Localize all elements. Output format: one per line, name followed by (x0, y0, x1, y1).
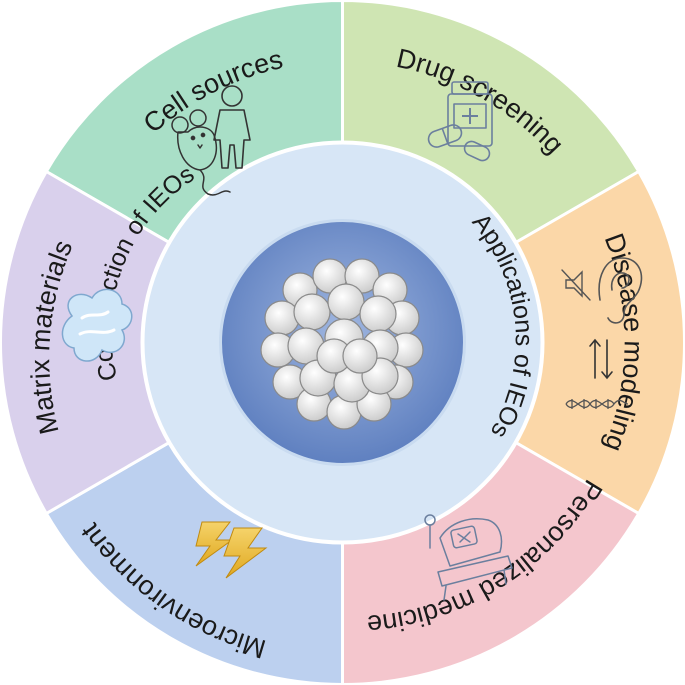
hydrogel-icon (61, 288, 133, 362)
person-icon (213, 85, 251, 169)
ear-icon (598, 257, 643, 324)
mouse-icon (171, 109, 231, 196)
organoid-cluster-icon (260, 258, 424, 430)
capsule-icon (427, 124, 491, 162)
crossed-sound-icon (561, 269, 591, 301)
lightning-icon (195, 521, 268, 579)
hospital-bed-icon (424, 514, 513, 601)
pill-bottle-icon (447, 81, 493, 147)
exchange-arrows-icon (589, 338, 613, 380)
dna-icon (565, 399, 629, 409)
